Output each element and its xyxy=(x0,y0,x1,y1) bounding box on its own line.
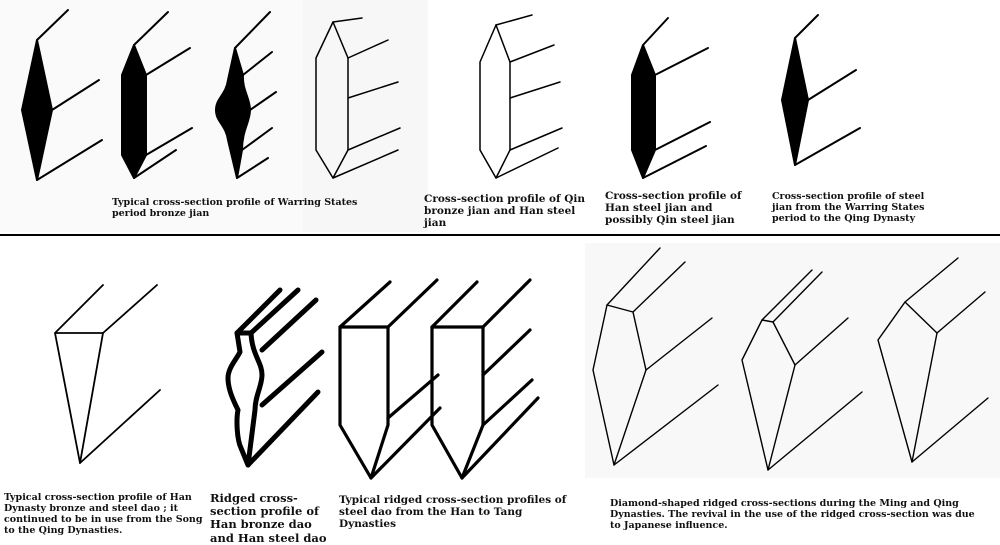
jian-hollow-ground-profile xyxy=(215,11,277,179)
dao-ridged-han-tang-profile xyxy=(338,278,442,480)
jian-diamond-profile xyxy=(21,9,103,181)
caption-han-dao: Typical cross-section profile of Han Dyn… xyxy=(4,492,203,536)
caption-warring-states-bronze-jian: Typical cross-section profile of Warring… xyxy=(112,197,358,219)
caption-qin-bronze-han-steel-jian: Cross-section profile of Qin bronze jian… xyxy=(424,193,585,230)
caption-ridged-han-dao: Ridged cross-section profile of Han bron… xyxy=(210,491,327,545)
caption-ridged-han-tang-dao: Typical ridged cross-section profiles of… xyxy=(339,494,567,531)
caption-han-steel-jian: Cross-section profile of Han steel jian … xyxy=(605,190,742,227)
dao-diamond-ridged-profile xyxy=(592,247,719,466)
dao-diamond-ridged-profile-3 xyxy=(877,257,989,463)
dao-ridged-han-tang-profile-2 xyxy=(430,278,540,480)
dao-wedge-profile xyxy=(54,284,161,464)
dao-diamond-ridged-profile-2 xyxy=(741,269,863,471)
jian-hexagonal-profile-2 xyxy=(479,14,563,179)
dao-ridged-han-profile xyxy=(225,287,325,468)
jian-flat-diamond-profile xyxy=(121,11,193,179)
row-divider xyxy=(0,234,1000,236)
caption-ming-qing-diamond-ridged: Diamond-shaped ridged cross-sections dur… xyxy=(610,498,975,531)
jian-han-steel-profile xyxy=(631,17,711,179)
caption-steel-jian-warring-to-qing: Cross-section profile of steel jian from… xyxy=(772,191,925,224)
jian-hexagonal-profile xyxy=(315,17,401,179)
jian-steel-diamond-profile xyxy=(781,14,861,166)
panel-qin-han xyxy=(303,0,428,232)
